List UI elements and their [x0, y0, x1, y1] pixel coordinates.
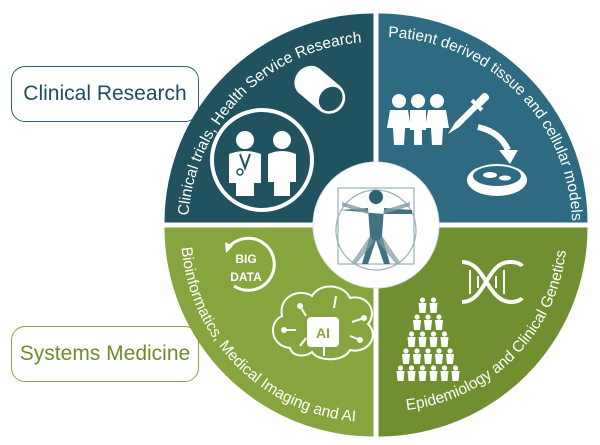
person-figure — [418, 365, 427, 381]
person-figure — [402, 348, 410, 364]
person-figure — [429, 365, 438, 381]
ai-brain-icon: AI — [272, 285, 374, 361]
person-figure — [407, 365, 416, 381]
systems-medicine-box: Systems Medicine — [11, 326, 199, 382]
top-right-quadrant — [378, 13, 588, 223]
clinical-research-box: Clinical Research — [11, 66, 199, 122]
bottom-left-quadrant — [164, 227, 374, 437]
person-figure — [446, 348, 454, 364]
person-figure — [451, 365, 460, 381]
petri-dish-icon — [467, 164, 527, 196]
curved-arrow-icon — [477, 124, 518, 164]
ai-chip-label: AI — [316, 325, 330, 341]
doctor-patient-icon — [210, 108, 314, 212]
person-figure — [435, 348, 443, 364]
big-data-line1: BIG — [235, 252, 256, 266]
person-figure — [418, 297, 427, 313]
person-figure — [413, 314, 421, 330]
big-data-line2: DATA — [230, 270, 262, 284]
person-figure — [429, 331, 438, 347]
person-figure — [440, 365, 449, 381]
dna-helix-icon — [461, 259, 524, 305]
person-figure — [413, 348, 421, 364]
vitruvian-man-icon — [335, 187, 417, 271]
pill-capsule-icon — [294, 65, 346, 114]
population-pyramid-icon — [396, 297, 460, 381]
person-figure — [407, 331, 416, 347]
person-figure — [435, 314, 443, 330]
systems-medicine-label: Systems Medicine — [19, 342, 191, 365]
person-figure — [418, 331, 427, 347]
people-group-icon — [387, 94, 449, 145]
person-figure — [424, 314, 432, 330]
top-left-quadrant — [164, 13, 374, 223]
bottom-right-quadrant — [378, 227, 588, 437]
person-figure — [396, 365, 405, 381]
big-data-icon: BIG DATA — [225, 236, 276, 292]
pipette-icon — [447, 92, 490, 135]
person-figure — [424, 348, 432, 364]
clinical-research-label: Clinical Research — [23, 82, 187, 105]
person-figure — [440, 331, 449, 347]
person-figure — [429, 297, 438, 313]
